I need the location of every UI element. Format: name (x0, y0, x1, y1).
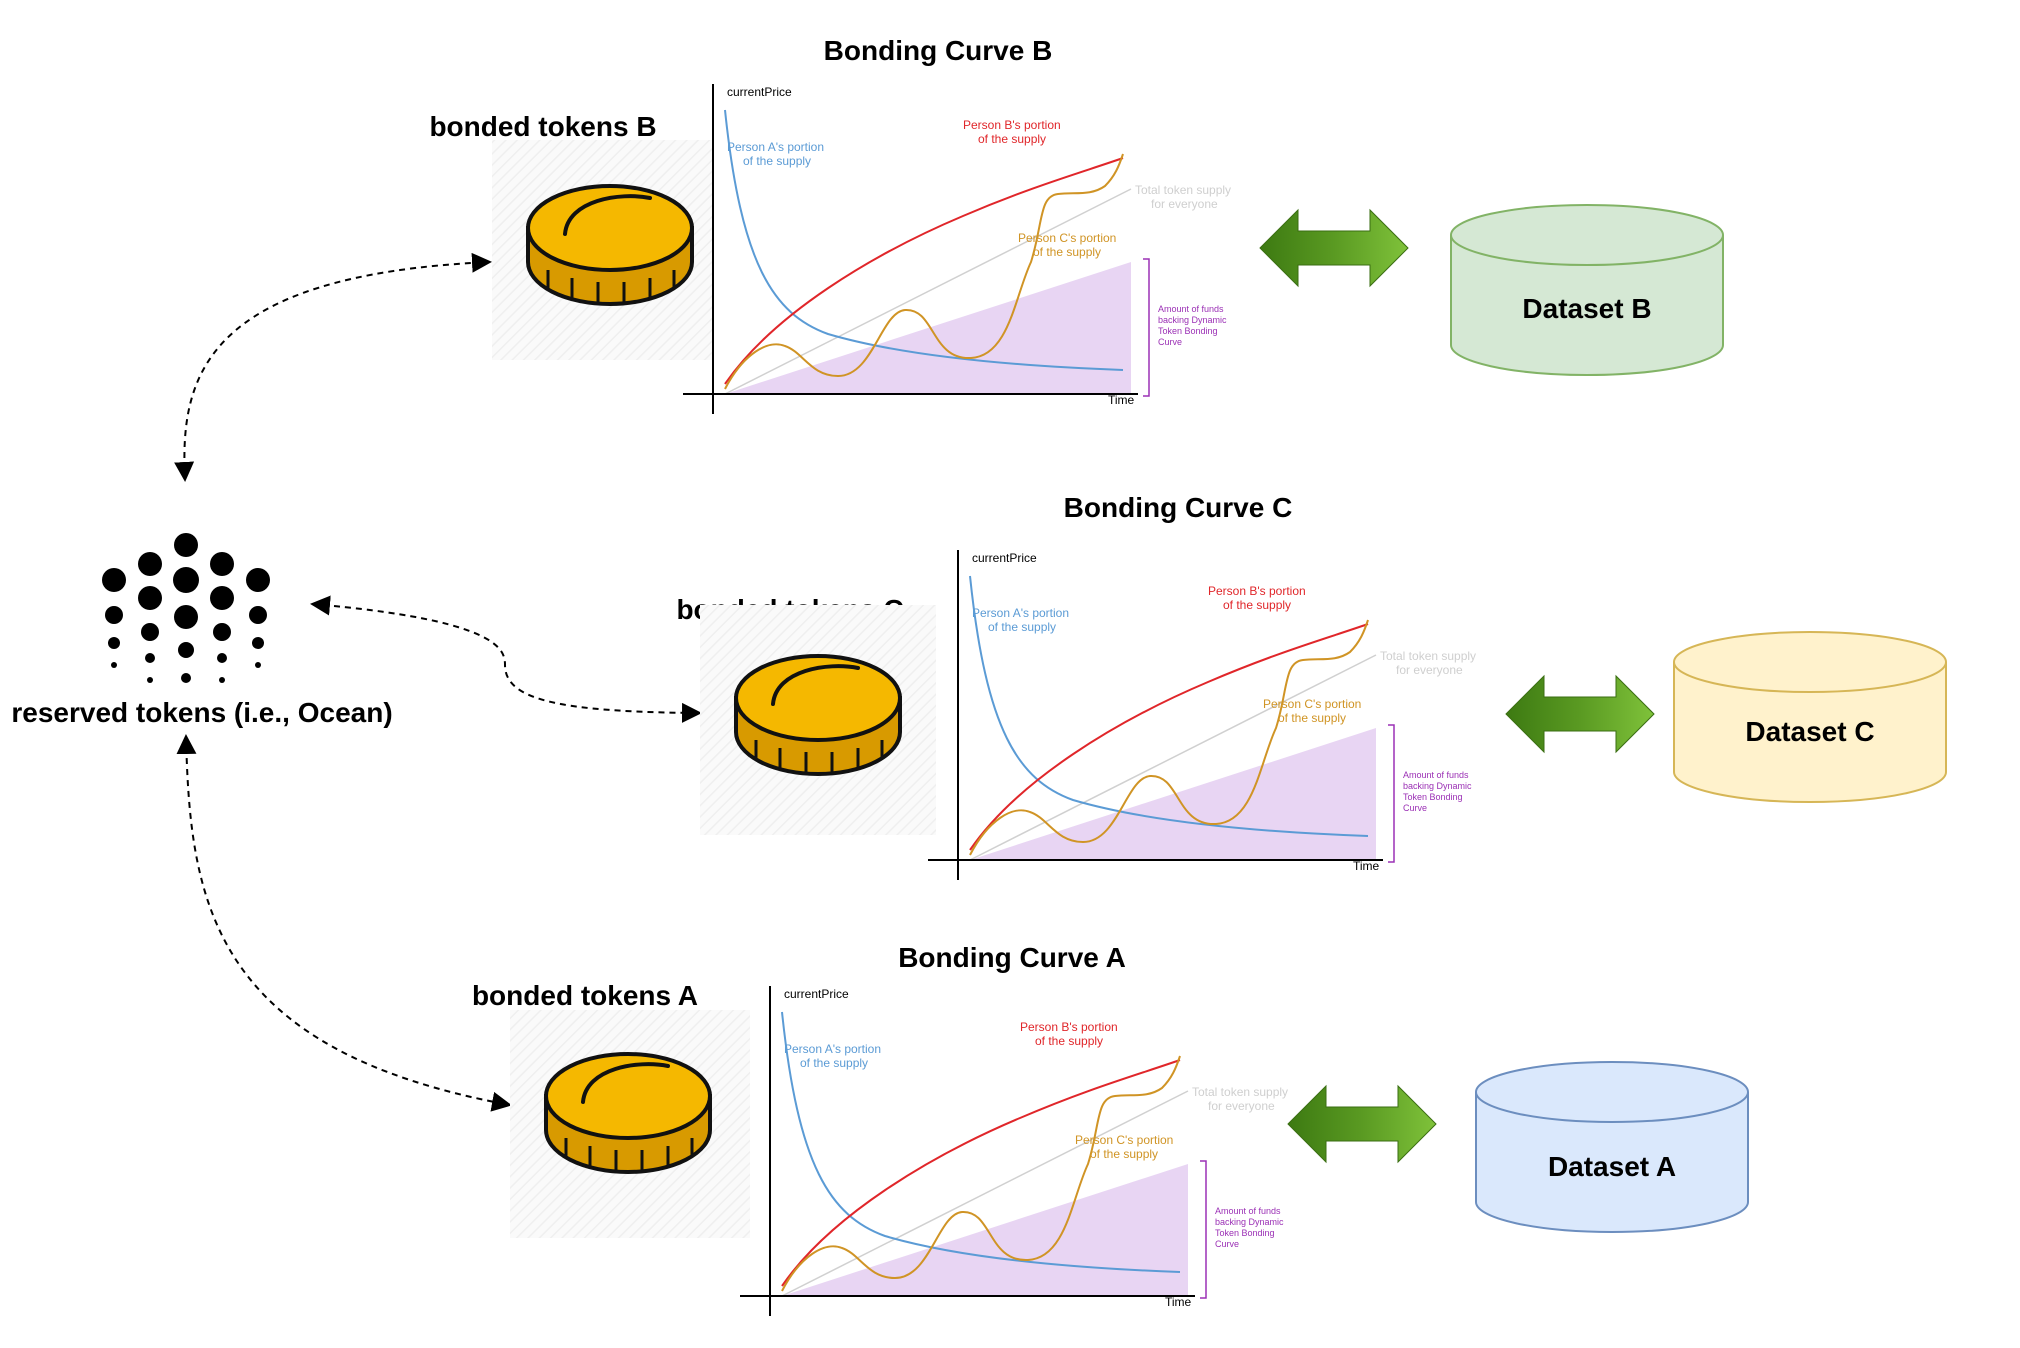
database-icon: Dataset A (1475, 1061, 1749, 1233)
dataset-c-top (1673, 631, 1947, 693)
y-axis-label: currentPrice (784, 987, 849, 1001)
database-icon: Dataset B (1450, 204, 1724, 376)
y-axis-label: currentPrice (972, 551, 1037, 565)
bonding-curve-b-title: Bonding Curve B (824, 35, 1053, 66)
bonded-tokens-b-label: bonded tokens B (429, 111, 656, 142)
panel-b: Bonding Curve B bonded tokens B currentP… (429, 35, 1724, 415)
reserve-label: reserved tokens (i.e., Ocean) (11, 697, 392, 728)
dataset-a-label: Dataset A (1548, 1151, 1676, 1182)
double-arrow-icon (1287, 1084, 1437, 1164)
x-axis-label: Time (1108, 393, 1135, 407)
dataset-a-body (1475, 1092, 1749, 1233)
dataset-b-body (1450, 235, 1724, 376)
dataset-b-top (1450, 204, 1724, 266)
dataset-c-label: Dataset C (1745, 716, 1874, 747)
coin-icon (526, 184, 694, 306)
database-icon: Dataset C (1673, 631, 1947, 803)
dataset-b-label: Dataset B (1522, 293, 1651, 324)
connector-reserve-b (174, 252, 492, 482)
double-arrow-icon (1505, 674, 1655, 754)
connector-reserve-a (176, 734, 512, 1112)
panel-c: Bonding Curve C bonded tokens C currentP… (676, 492, 1947, 881)
bonding-curve-c-title: Bonding Curve C (1064, 492, 1293, 523)
y-axis-label: currentPrice (727, 85, 792, 99)
ocean-protocol-logo-icon (102, 533, 270, 683)
connector-reserve-c (310, 595, 702, 723)
bonding-curve-a-title: Bonding Curve A (898, 942, 1126, 973)
dataset-a-top (1475, 1061, 1749, 1123)
x-axis-label: Time (1165, 1295, 1192, 1309)
coin-icon (544, 1052, 712, 1174)
coin-icon (734, 654, 902, 776)
dataset-c-body (1673, 662, 1947, 803)
panel-a: Bonding Curve A bonded tokens A currentP… (472, 942, 1749, 1317)
x-axis-label: Time (1353, 859, 1380, 873)
double-arrow-icon (1259, 208, 1409, 288)
bonded-tokens-a-label: bonded tokens A (472, 980, 698, 1011)
